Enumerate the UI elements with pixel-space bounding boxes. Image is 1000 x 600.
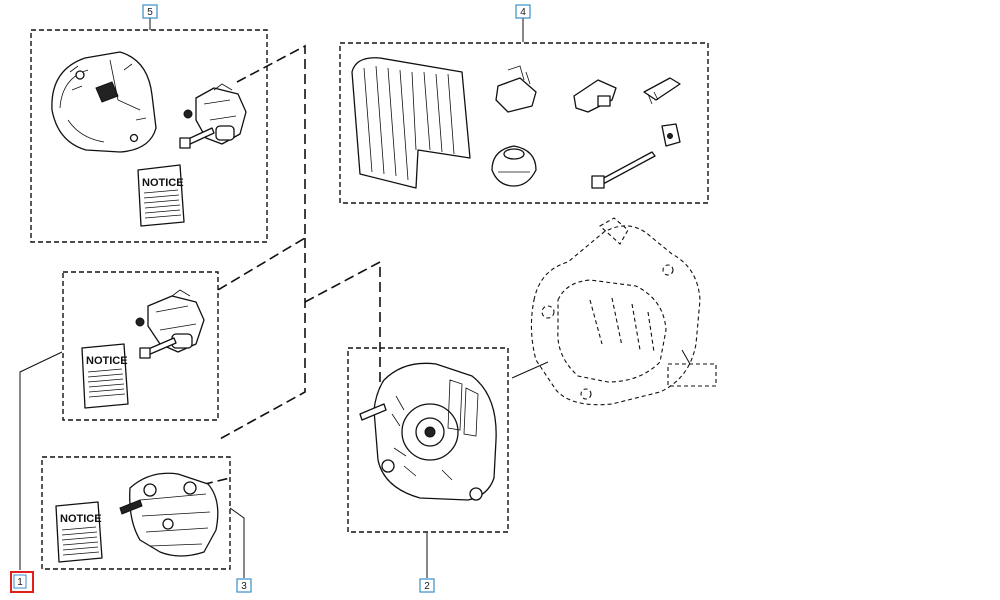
notice-booklet-group3: NOTICE	[55, 501, 103, 563]
insulating-sheet-part	[351, 57, 471, 189]
callout-4-label: 4	[520, 7, 526, 18]
assembly-line-group5	[217, 44, 306, 291]
notice-label-group5: NOTICE	[142, 177, 184, 189]
callout-2[interactable]: 2	[419, 578, 435, 593]
connector-part-1	[495, 65, 537, 113]
bolt-part-group1	[139, 337, 177, 359]
notice-booklet-group1: NOTICE	[81, 343, 129, 409]
group-1-frame	[62, 271, 219, 421]
assembly-line-group2	[304, 260, 381, 392]
group-5-rear-cover-kit: NOTICE	[30, 29, 268, 243]
callout-1[interactable]: 1	[10, 571, 34, 593]
group-2-front-bracket-kit	[347, 347, 509, 533]
bolt-part-group5	[179, 127, 215, 149]
brush-holder-part	[183, 83, 247, 145]
leader-callout-3	[229, 507, 245, 578]
front-bracket-part	[359, 362, 497, 501]
assembled-alternator-ghost	[530, 217, 717, 406]
callout-1-label: 1	[17, 577, 23, 588]
notice-booklet-group5: NOTICE	[137, 164, 185, 227]
connector-part-2	[573, 79, 617, 113]
rear-cover-part	[51, 51, 157, 153]
callout-3-label: 3	[241, 581, 247, 592]
group-3-frame	[41, 456, 231, 570]
rectifier-bridge-part	[119, 472, 219, 557]
group-4-frame	[339, 42, 709, 204]
assembly-line-ghost-box	[681, 349, 691, 365]
tab-part	[661, 123, 681, 147]
regulator-part	[135, 289, 205, 353]
callout-5-label: 5	[147, 7, 153, 18]
callout-4[interactable]: 4	[515, 4, 531, 19]
leader-callout-1	[19, 351, 63, 570]
group-1-regulator-kit: NOTICE	[62, 271, 219, 421]
assembly-line-alternator	[511, 361, 549, 379]
ghost-reference-box	[667, 363, 717, 387]
notice-label-group3: NOTICE	[60, 513, 102, 525]
group-4-hardware-kit	[339, 42, 709, 204]
callout-3[interactable]: 3	[236, 578, 252, 593]
callout-2-label: 2	[424, 581, 430, 592]
group-2-frame	[347, 347, 509, 533]
assembly-line-group1	[217, 238, 306, 441]
group-3-rectifier-kit: NOTICE	[41, 456, 231, 570]
connector-part-3	[643, 77, 681, 105]
callout-5[interactable]: 5	[142, 4, 158, 19]
grommet-part	[491, 145, 537, 187]
notice-label-group1: NOTICE	[86, 355, 128, 367]
long-bolt-part	[591, 151, 656, 189]
